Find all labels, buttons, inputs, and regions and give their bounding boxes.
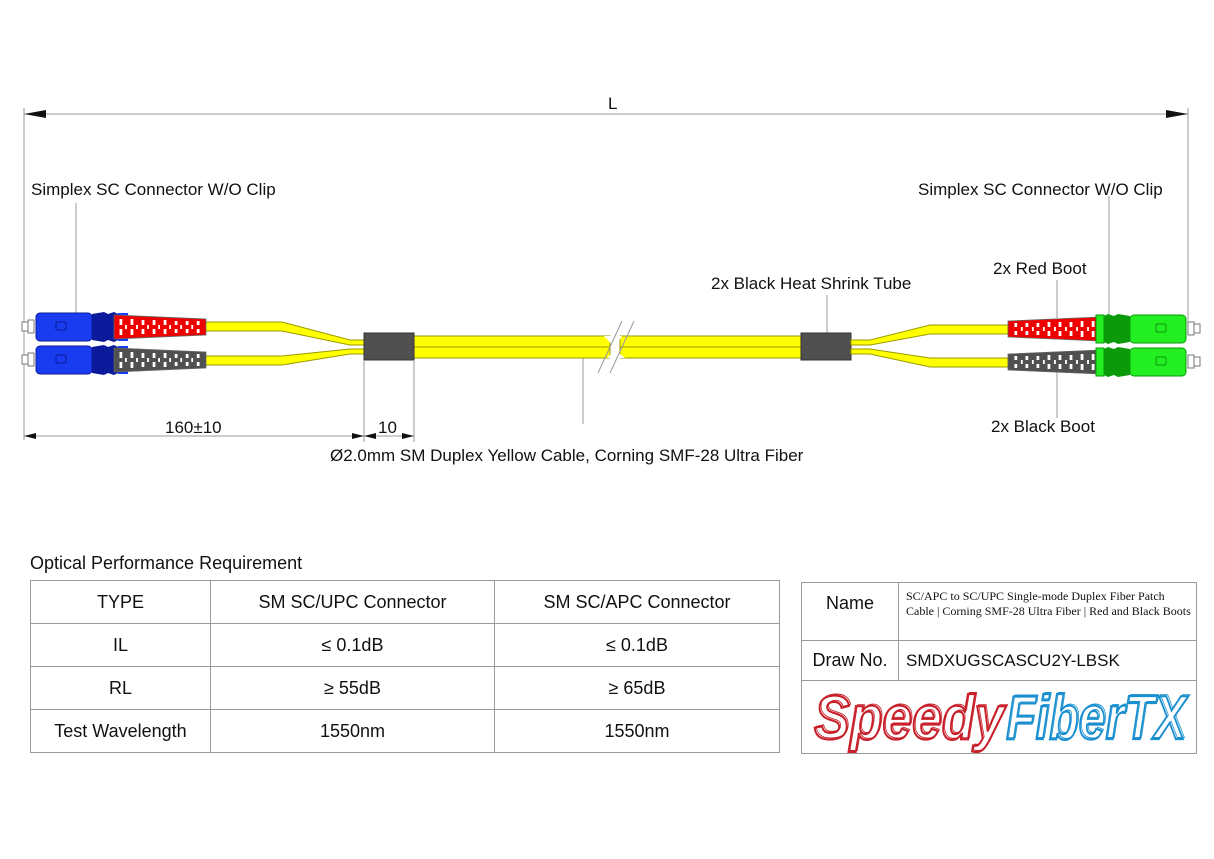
- table-row: Test Wavelength 1550nm 1550nm: [30, 709, 780, 753]
- upc-value: 1550nm: [210, 709, 495, 753]
- duplex-cable: [413, 320, 803, 374]
- left-red-boot: [113, 314, 207, 340]
- right-connector-label: Simplex SC Connector W/O Clip: [918, 180, 1163, 199]
- left-upc-connector-bottom: [21, 344, 129, 376]
- patch-cable-drawing: [21, 108, 1201, 442]
- upc-value: ≤ 0.1dB: [210, 623, 495, 667]
- header-apc: SM SC/APC Connector: [494, 580, 780, 624]
- performance-table-title: Optical Performance Requirement: [30, 553, 303, 573]
- right-apc-connector-top: [1095, 314, 1201, 344]
- heat-shrink-length-label: 10: [378, 418, 397, 437]
- logo-speedy: Speedy: [814, 684, 1007, 753]
- heat-shrink-tube-right: [800, 332, 852, 361]
- arrow-right-icon: [1166, 110, 1188, 118]
- row-label: Test Wavelength: [30, 709, 211, 753]
- header-type: TYPE: [30, 580, 211, 624]
- right-black-boot: [1007, 349, 1101, 375]
- apc-value: 1550nm: [494, 709, 780, 753]
- header-upc: SM SC/UPC Connector: [210, 580, 495, 624]
- upc-value: ≥ 55dB: [210, 666, 495, 710]
- left-upc-connector-top: [21, 311, 129, 343]
- right-red-boot: [1007, 316, 1101, 342]
- row-label: IL: [30, 623, 211, 667]
- table-row: IL ≤ 0.1dB ≤ 0.1dB: [30, 623, 780, 667]
- heat-shrink-label: 2x Black Heat Shrink Tube: [711, 274, 912, 293]
- svg-text:Speedy: Speedy: [816, 683, 1009, 752]
- svg-text:FiberTX: FiberTX: [1008, 683, 1191, 752]
- apc-value: ≥ 65dB: [494, 666, 780, 710]
- red-boot-label: 2x Red Boot: [993, 259, 1087, 278]
- name-value: SC/APC to SC/UPC Single-mode Duplex Fibe…: [906, 589, 1191, 618]
- breakout-length-label: 160±10: [165, 418, 222, 437]
- right-breakout: [850, 324, 1009, 368]
- heat-shrink-tube-left: [363, 332, 415, 361]
- speedyfibertx-logo: Speedy Speedy FiberTX FiberTX: [813, 682, 1191, 753]
- row-label: RL: [30, 666, 211, 710]
- apc-value: ≤ 0.1dB: [494, 623, 780, 667]
- table-row: RL ≥ 55dB ≥ 65dB: [30, 666, 780, 710]
- cable-spec-label: Ø2.0mm SM Duplex Yellow Cable, Corning S…: [330, 446, 804, 465]
- black-boot-label: 2x Black Boot: [991, 417, 1095, 436]
- breakout-dimension: [24, 360, 415, 442]
- right-apc-connector-bottom: [1095, 347, 1201, 377]
- overall-length-label: L: [608, 94, 618, 113]
- left-breakout: [204, 321, 366, 366]
- logo-fibertx: FiberTX: [1006, 684, 1189, 753]
- left-connector-label: Simplex SC Connector W/O Clip: [31, 180, 276, 199]
- draw-no-value: SMDXUGSCASCU2Y-LBSK: [906, 651, 1120, 670]
- table-header-row: TYPE SM SC/UPC Connector SM SC/APC Conne…: [30, 580, 780, 624]
- overall-length-dimension: [23, 108, 1189, 440]
- arrow-left-icon: [24, 110, 46, 118]
- left-black-boot: [113, 347, 207, 373]
- title-block: Name SC/APC to SC/UPC Single-mode Duplex…: [801, 582, 1197, 754]
- name-label: Name: [802, 583, 899, 640]
- draw-no-label: Draw No.: [802, 641, 899, 680]
- performance-table: TYPE SM SC/UPC Connector SM SC/APC Conne…: [30, 580, 780, 753]
